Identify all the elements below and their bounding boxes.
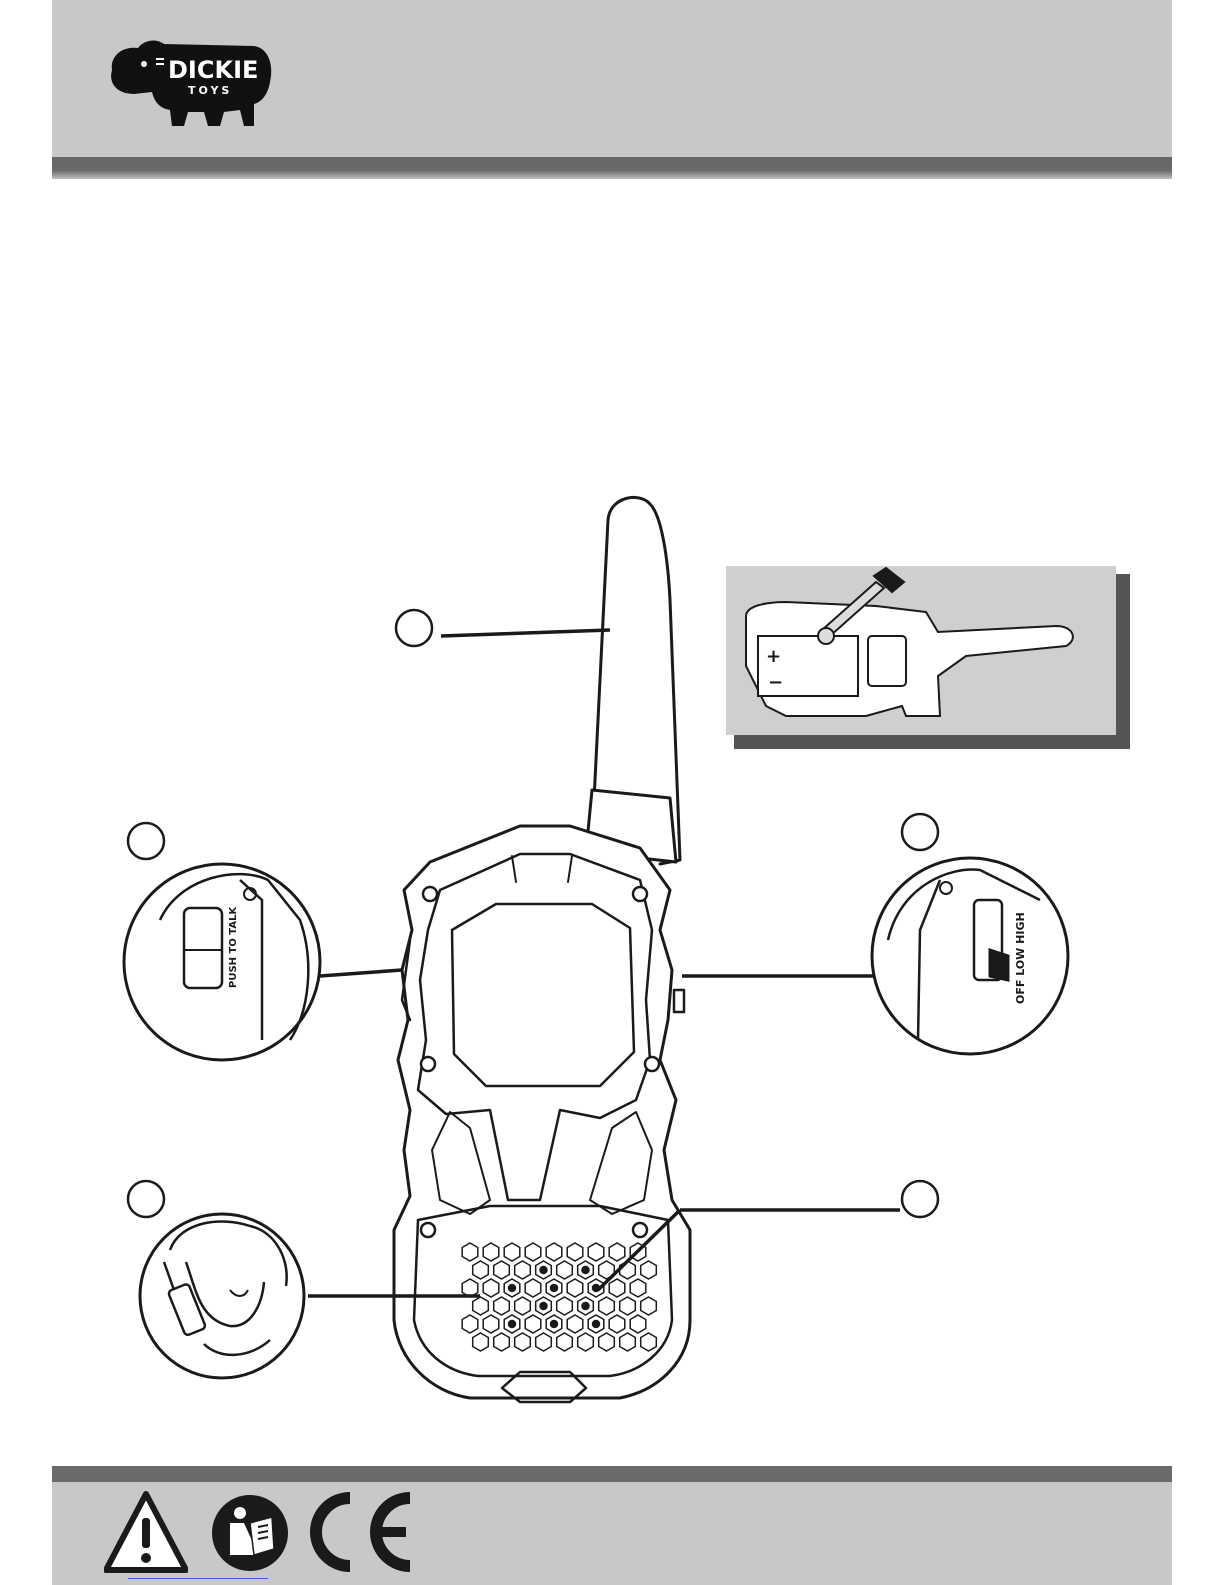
grille-hole	[525, 1279, 541, 1297]
grille-hole	[609, 1279, 625, 1297]
grille-hole	[515, 1261, 531, 1279]
grille-dot	[551, 1285, 558, 1292]
grille-hole	[504, 1243, 520, 1261]
grille-hole	[641, 1297, 657, 1315]
battery-plus: +	[766, 646, 781, 667]
grille-hole	[578, 1333, 594, 1351]
grille-hole	[567, 1243, 583, 1261]
grille-hole	[567, 1315, 583, 1333]
switch-label: OFF LOW HIGH	[1014, 912, 1027, 1004]
grille-hole	[609, 1315, 625, 1333]
grille-hole	[483, 1279, 499, 1297]
switch-detail	[872, 858, 1068, 1054]
grille-hole	[620, 1297, 636, 1315]
grille-hole	[462, 1243, 478, 1261]
grille-hole	[557, 1297, 573, 1315]
read-manual-icon	[210, 1493, 290, 1573]
grille-hole	[494, 1297, 510, 1315]
grille-hole	[609, 1243, 625, 1261]
grille-hole	[599, 1297, 615, 1315]
grille-hole	[483, 1243, 499, 1261]
callout-speaker-right	[902, 1181, 938, 1217]
grille-hole	[473, 1261, 489, 1279]
grille-hole	[641, 1261, 657, 1279]
grille-dot	[509, 1285, 516, 1292]
grille-dot	[540, 1303, 547, 1310]
callout-speaker	[128, 1181, 164, 1217]
grille-hole	[473, 1333, 489, 1351]
grille-hole	[588, 1243, 604, 1261]
grille-hole	[546, 1243, 562, 1261]
grille-hole	[567, 1279, 583, 1297]
grille-dot	[582, 1267, 589, 1274]
grille-hole	[641, 1333, 657, 1351]
grille-hole	[483, 1315, 499, 1333]
grille-hole	[620, 1333, 636, 1351]
grille-hole	[557, 1333, 573, 1351]
grille-hole	[525, 1243, 541, 1261]
grille-hole	[620, 1261, 636, 1279]
grille-dot	[582, 1303, 589, 1310]
warning-triangle-icon	[104, 1490, 188, 1574]
callout-antenna	[396, 610, 432, 646]
grille-dot	[540, 1267, 547, 1274]
grille-dot	[593, 1321, 600, 1328]
grille-dot	[551, 1321, 558, 1328]
callout-switch	[902, 814, 938, 850]
grille-hole	[494, 1333, 510, 1351]
grille-hole	[630, 1279, 646, 1297]
grille-hole	[599, 1333, 615, 1351]
grille-hole	[473, 1297, 489, 1315]
grille-hole	[462, 1315, 478, 1333]
ptt-label: PUSH TO TALK	[228, 906, 239, 988]
talking-kid-detail	[140, 1214, 304, 1378]
grille-hole	[630, 1315, 646, 1333]
grille-hole	[515, 1333, 531, 1351]
grille-hole	[494, 1261, 510, 1279]
grille-hole	[525, 1315, 541, 1333]
callout-ptt	[128, 823, 164, 859]
grille-dot	[509, 1321, 516, 1328]
grille-hole	[515, 1297, 531, 1315]
ce-mark-icon	[300, 1490, 420, 1574]
battery-compartment-inset: + −	[726, 566, 1122, 741]
footer-rule	[52, 1466, 1172, 1482]
footer-link-underline	[128, 1578, 268, 1579]
grille-hole	[536, 1333, 552, 1351]
battery-minus: −	[768, 672, 783, 693]
ptt-detail	[124, 864, 320, 1060]
grille-hole	[557, 1261, 573, 1279]
